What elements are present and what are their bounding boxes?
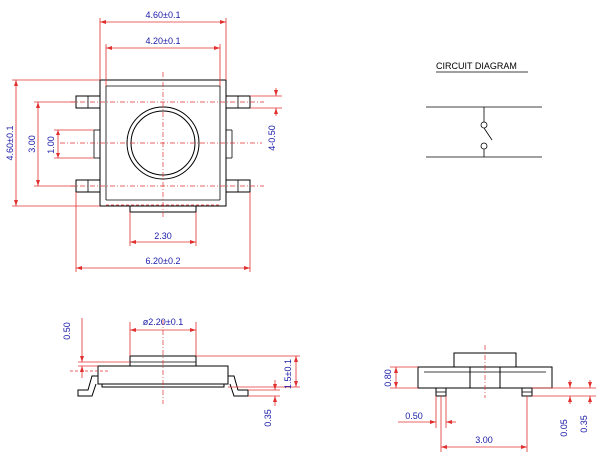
- dim-top-width-inner: 4.20±0.1: [146, 36, 181, 46]
- dim-plunger-top: 0.50: [62, 322, 72, 340]
- circuit-title: CIRCUIT DIAGRAM: [436, 61, 517, 71]
- dim-side-gap: 0.05: [559, 419, 569, 437]
- top-view: 4.60±0.1 4.20±0.1 4.60±0.1 3.00 1.00: [5, 10, 282, 272]
- switch-lever: [483, 127, 493, 141]
- dim-pin-inner: 1.00: [46, 136, 56, 154]
- dim-side-pitch: 3.00: [475, 435, 493, 445]
- dim-plunger-diameter: ø2.20±0.1: [143, 317, 183, 327]
- dim-pin-width: 4-0.50: [267, 125, 277, 151]
- circuit-diagram: CIRCUIT DIAGRAM: [426, 61, 542, 158]
- dim-body-height: 1.5±0.1: [283, 359, 293, 389]
- dim-stem-width: 2.30: [154, 231, 172, 241]
- dim-lead-thickness: 0.35: [263, 409, 273, 427]
- switch-contact-top: [480, 121, 488, 129]
- side-view: 0.80 0.50 3.00 0.05 0.35: [383, 345, 596, 452]
- dim-overall-length: 6.20±0.2: [146, 256, 181, 266]
- front-view: ø2.20±0.1 0.50 1.5±0.1 0.35: [62, 317, 300, 427]
- dim-side-height: 0.80: [383, 369, 393, 387]
- switch-contact-bottom: [480, 142, 488, 150]
- dim-height-total: 4.60±0.1: [5, 126, 15, 161]
- dim-side-pin-width: 0.50: [405, 411, 423, 421]
- dim-pin-pitch: 3.00: [27, 135, 37, 153]
- dim-top-width-outer: 4.60±0.1: [146, 10, 181, 20]
- dim-side-thickness: 0.35: [579, 415, 589, 433]
